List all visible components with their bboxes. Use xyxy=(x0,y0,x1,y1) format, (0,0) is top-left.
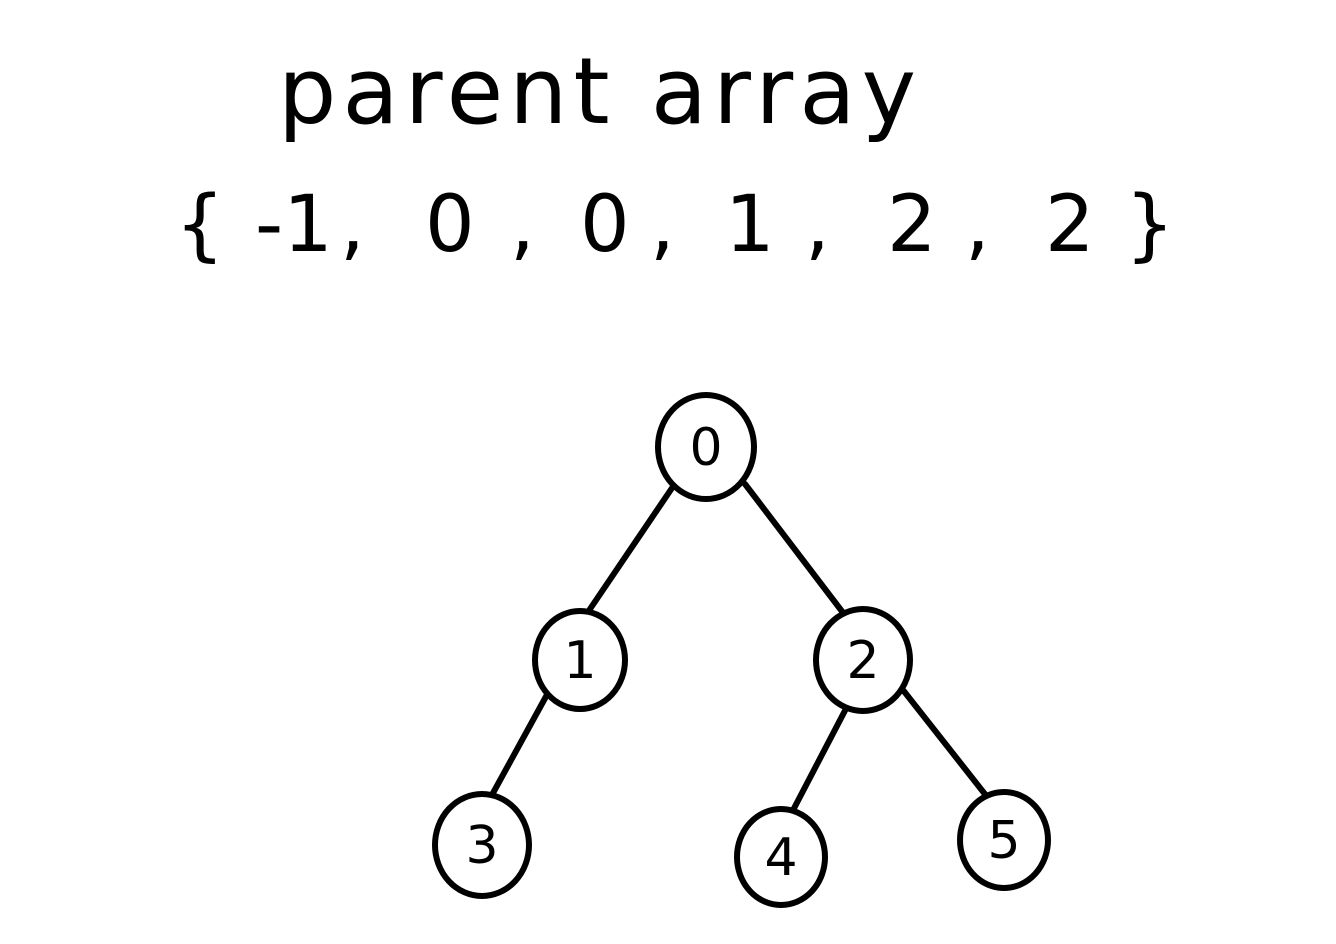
tree-node-0: 0 xyxy=(655,392,757,502)
tree-node-2: 2 xyxy=(813,606,913,714)
array-separator: , xyxy=(965,180,990,270)
close-brace: } xyxy=(1125,180,1175,270)
node-label: 2 xyxy=(846,631,879,691)
node-label: 0 xyxy=(689,418,722,478)
parent-array: { -1 , 0 , 0 , 1 , 2 , 2 } xyxy=(175,170,1175,280)
array-value-1: 0 xyxy=(425,180,475,270)
array-value-3: 1 xyxy=(725,180,775,270)
tree-node-5: 5 xyxy=(957,789,1051,891)
node-label: 1 xyxy=(563,631,596,691)
array-value-0: -1 xyxy=(255,180,333,270)
tree-edge-0-2 xyxy=(742,481,847,617)
diagram-title: parent array xyxy=(278,38,923,145)
array-value-2: 0 xyxy=(580,180,630,270)
array-separator: , xyxy=(340,180,365,270)
array-separator: , xyxy=(510,180,535,270)
tree-node-3: 3 xyxy=(432,791,532,899)
array-separator: , xyxy=(650,180,675,270)
tree-node-4: 4 xyxy=(734,806,828,908)
tree-edge-2-4 xyxy=(787,698,853,819)
array-value-5: 2 xyxy=(1045,180,1095,270)
tree-node-1: 1 xyxy=(532,608,628,712)
tree-edge-2-5 xyxy=(900,687,991,801)
node-label: 4 xyxy=(764,828,797,888)
tree-edge-0-1 xyxy=(585,485,675,615)
node-label: 5 xyxy=(987,811,1020,871)
array-separator: , xyxy=(805,180,830,270)
tree-edge-1-3 xyxy=(484,688,552,807)
open-brace: { xyxy=(175,180,225,270)
node-label: 3 xyxy=(465,816,498,876)
array-value-4: 2 xyxy=(887,180,937,270)
